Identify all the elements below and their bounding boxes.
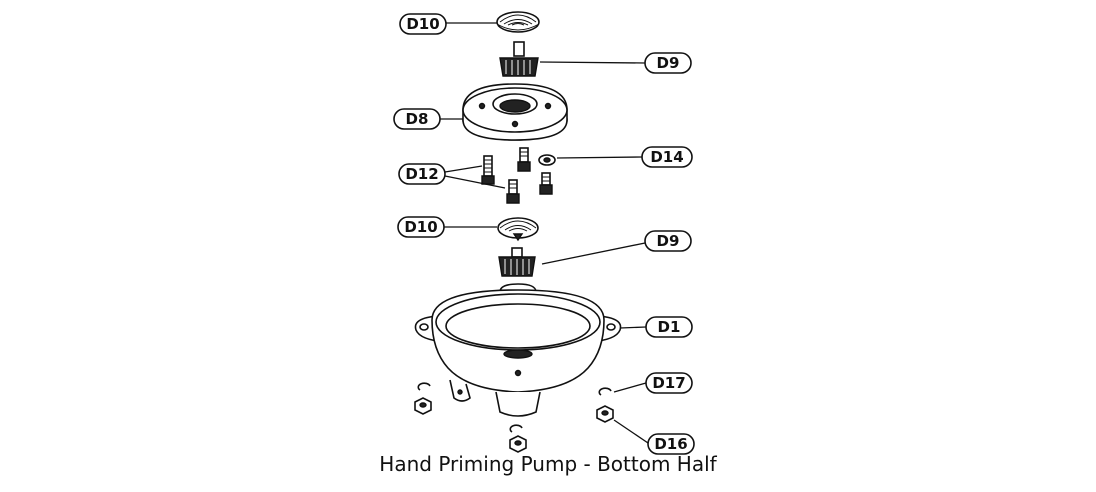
label-d8-text: D8 bbox=[406, 110, 429, 128]
diagram-caption: Hand Priming Pump - Bottom Half bbox=[379, 452, 717, 476]
label-d10-mid-text: D10 bbox=[404, 218, 437, 236]
label-d1: D1 bbox=[619, 316, 693, 338]
label-d12: D12 bbox=[398, 163, 506, 189]
part-d16-nuts bbox=[414, 397, 614, 453]
label-d14: D14 bbox=[556, 146, 693, 168]
part-d9-top bbox=[499, 41, 539, 77]
label-d9-mid-text: D9 bbox=[657, 232, 680, 250]
label-d1-text: D1 bbox=[658, 318, 681, 336]
label-d16: D16 bbox=[613, 419, 695, 455]
part-d10-top bbox=[496, 11, 540, 33]
label-d17: D17 bbox=[613, 372, 693, 394]
label-d8: D8 bbox=[393, 108, 463, 130]
label-d16-text: D16 bbox=[654, 435, 687, 453]
label-d17-text: D17 bbox=[652, 374, 685, 392]
label-d14-text: D14 bbox=[650, 148, 683, 166]
part-d10-mid bbox=[497, 217, 539, 242]
part-d14 bbox=[538, 154, 556, 166]
part-d17-clips bbox=[417, 382, 612, 433]
label-d9-top-text: D9 bbox=[657, 54, 680, 72]
label-d9-top: D9 bbox=[539, 52, 692, 74]
label-d9-mid: D9 bbox=[541, 230, 692, 265]
part-d9-mid bbox=[498, 247, 536, 277]
part-d1-body bbox=[414, 283, 622, 417]
part-d8 bbox=[462, 83, 568, 141]
label-d10-mid: D10 bbox=[397, 216, 497, 238]
label-d10-top: D10 bbox=[399, 13, 497, 35]
label-d10-top-text: D10 bbox=[406, 15, 439, 33]
label-d12-text: D12 bbox=[405, 165, 438, 183]
part-d12-bolts bbox=[481, 147, 553, 204]
